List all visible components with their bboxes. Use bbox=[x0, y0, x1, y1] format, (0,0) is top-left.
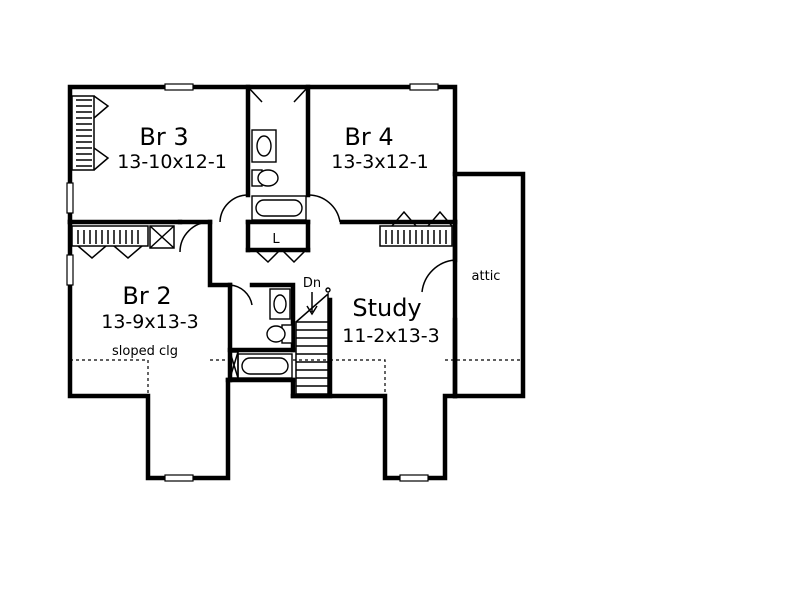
bath-upper bbox=[251, 129, 307, 221]
closet-br4 bbox=[379, 210, 453, 247]
room-note-br2: sloped clg bbox=[112, 344, 178, 359]
room-name-br2: Br 2 bbox=[122, 282, 171, 310]
room-name-attic: attic bbox=[472, 269, 501, 284]
doors bbox=[179, 86, 456, 306]
bath-lower bbox=[229, 288, 293, 379]
room-dims-br2: 13-9x13-3 bbox=[101, 311, 199, 333]
windows bbox=[66, 83, 439, 482]
closet-br3 bbox=[71, 95, 110, 171]
sloped-ceiling-lines bbox=[70, 359, 523, 396]
room-name-br4: Br 4 bbox=[344, 123, 393, 151]
room-labels: Br 3 13-10x12-1 Br 4 13-3x12-1 Br 2 13-9… bbox=[101, 123, 500, 359]
room-dims-study: 11-2x13-3 bbox=[342, 325, 440, 347]
room-dims-br3: 13-10x12-1 bbox=[117, 151, 227, 173]
linen-label: L bbox=[272, 232, 280, 247]
closet-br2 bbox=[71, 225, 175, 259]
room-dims-br4: 13-3x12-1 bbox=[331, 151, 429, 173]
room-name-study: Study bbox=[352, 294, 421, 322]
stairs bbox=[295, 287, 331, 395]
stairs-down-label: Dn bbox=[303, 276, 321, 291]
room-name-br3: Br 3 bbox=[139, 123, 188, 151]
interior-walls bbox=[67, 84, 458, 399]
